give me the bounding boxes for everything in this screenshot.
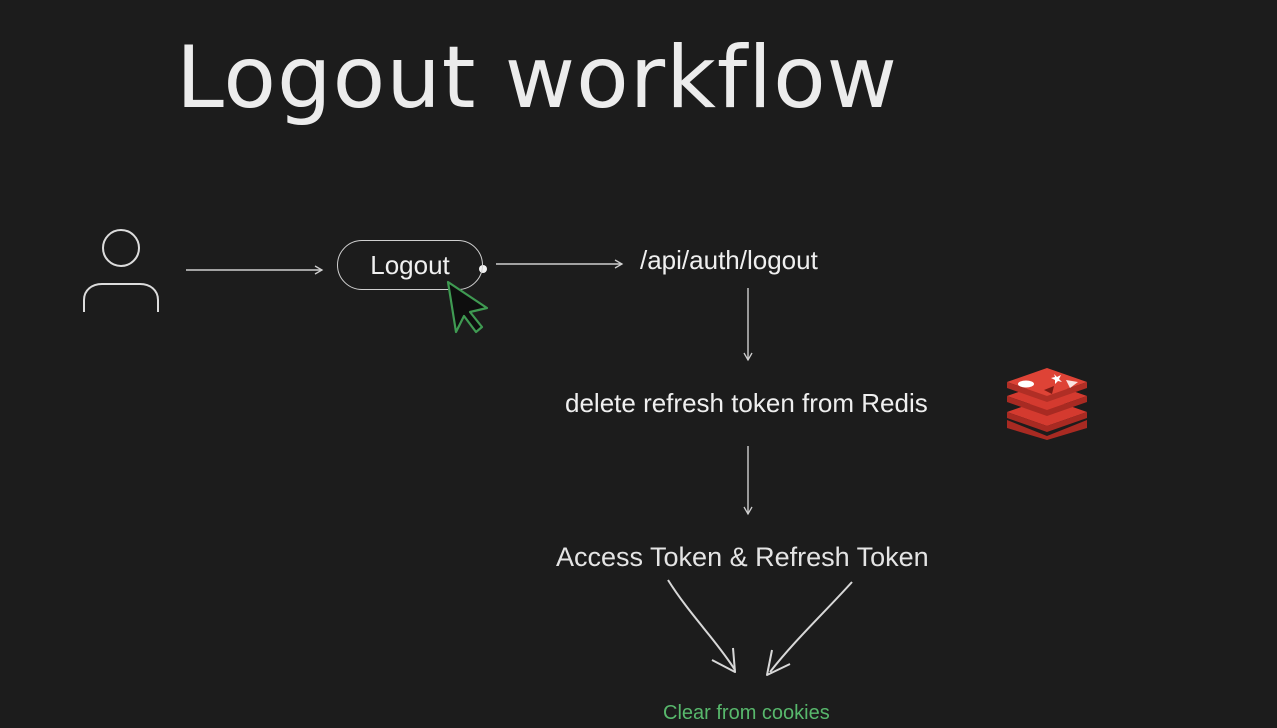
arrow-access-token-to-clear — [667, 579, 736, 671]
cursor-icon — [446, 280, 489, 334]
clear-from-cookies-label: Clear from cookies — [663, 702, 830, 724]
delete-refresh-token-label: delete refresh token from Redis — [565, 388, 928, 418]
arrow-refresh-token-head — [766, 649, 791, 676]
page-title: Logout workflow — [176, 28, 899, 128]
endpoint-label: /api/auth/logout — [640, 245, 818, 275]
arrow-refresh-token-to-clear — [769, 581, 853, 673]
access-refresh-token-label: Access Token & Refresh Token — [556, 542, 929, 572]
user-icon — [83, 229, 159, 312]
arrow-access-token-head — [711, 647, 736, 673]
logout-button[interactable]: Logout — [337, 240, 483, 290]
redis-icon — [1007, 368, 1087, 440]
